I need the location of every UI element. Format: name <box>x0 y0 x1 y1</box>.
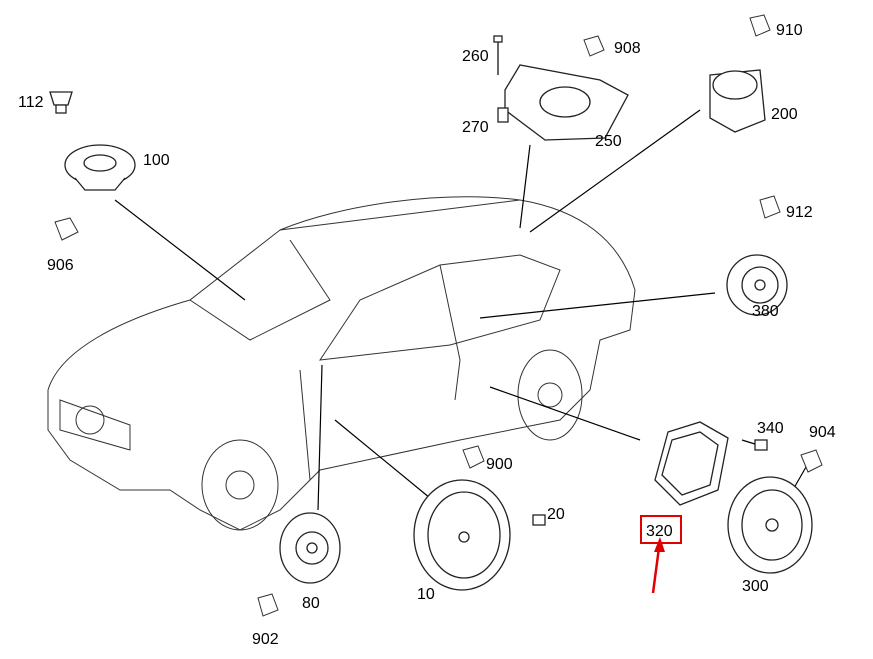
connector-906 <box>54 217 79 241</box>
label-908: 908 <box>614 40 641 57</box>
part-300 <box>727 476 813 574</box>
label-906: 906 <box>47 257 74 274</box>
part-10 <box>413 479 511 591</box>
label-904: 904 <box>809 424 836 441</box>
connector-908 <box>583 35 605 57</box>
car-outline <box>47 196 636 531</box>
label-900: 900 <box>486 456 513 473</box>
label-200: 200 <box>771 106 798 123</box>
label-260: 260 <box>462 48 489 65</box>
label-912: 912 <box>786 204 813 221</box>
label-112: 112 <box>18 94 44 111</box>
connector-912 <box>759 195 781 219</box>
label-320[interactable]: 320 <box>646 523 673 540</box>
connector-910 <box>749 14 771 37</box>
label-250: 250 <box>595 133 622 150</box>
connector-902 <box>257 593 279 617</box>
part-200 <box>709 69 766 133</box>
part-100 <box>64 144 136 191</box>
part-80 <box>279 512 341 584</box>
connector-900 <box>462 445 485 469</box>
part-380 <box>726 254 788 316</box>
label-80: 80 <box>302 595 320 612</box>
label-300: 300 <box>742 578 769 595</box>
label-10: 10 <box>417 586 435 603</box>
label-270: 270 <box>462 119 489 136</box>
label-380: 380 <box>752 303 779 320</box>
part-20 <box>532 514 546 526</box>
part-270 <box>497 107 509 123</box>
part-320 <box>654 421 729 506</box>
connector-904 <box>800 449 823 473</box>
label-910: 910 <box>776 22 803 39</box>
label-340: 340 <box>757 420 784 437</box>
label-100: 100 <box>143 152 170 169</box>
label-20: 20 <box>547 506 565 523</box>
part-250 <box>504 64 629 141</box>
label-902: 902 <box>252 631 279 648</box>
part-260 <box>493 35 503 75</box>
part-340 <box>754 439 768 451</box>
arrow-head-icon <box>654 537 665 552</box>
part-112 <box>49 91 73 114</box>
